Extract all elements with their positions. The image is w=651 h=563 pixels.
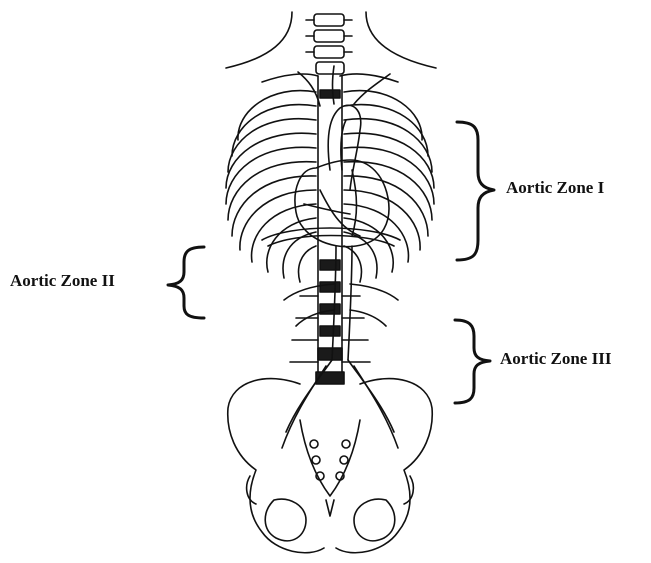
- rib-cage-left: [226, 91, 316, 282]
- cervical-spine: [306, 14, 352, 74]
- rib-cage-right: [344, 91, 434, 282]
- aortic-zone-2-label: Aortic Zone II: [10, 271, 115, 291]
- aortic-zone-3-label: Aortic Zone III: [500, 349, 611, 369]
- neck-shoulders-outline: [226, 12, 436, 68]
- aorta: [282, 66, 398, 448]
- pelvis: [228, 379, 433, 553]
- aortic-zone-1-label: Aortic Zone I: [506, 178, 604, 198]
- bracket-zone-3: [455, 320, 490, 403]
- clavicles: [262, 74, 398, 82]
- bracket-zone-1: [457, 122, 494, 260]
- bracket-zone-2: [168, 247, 204, 318]
